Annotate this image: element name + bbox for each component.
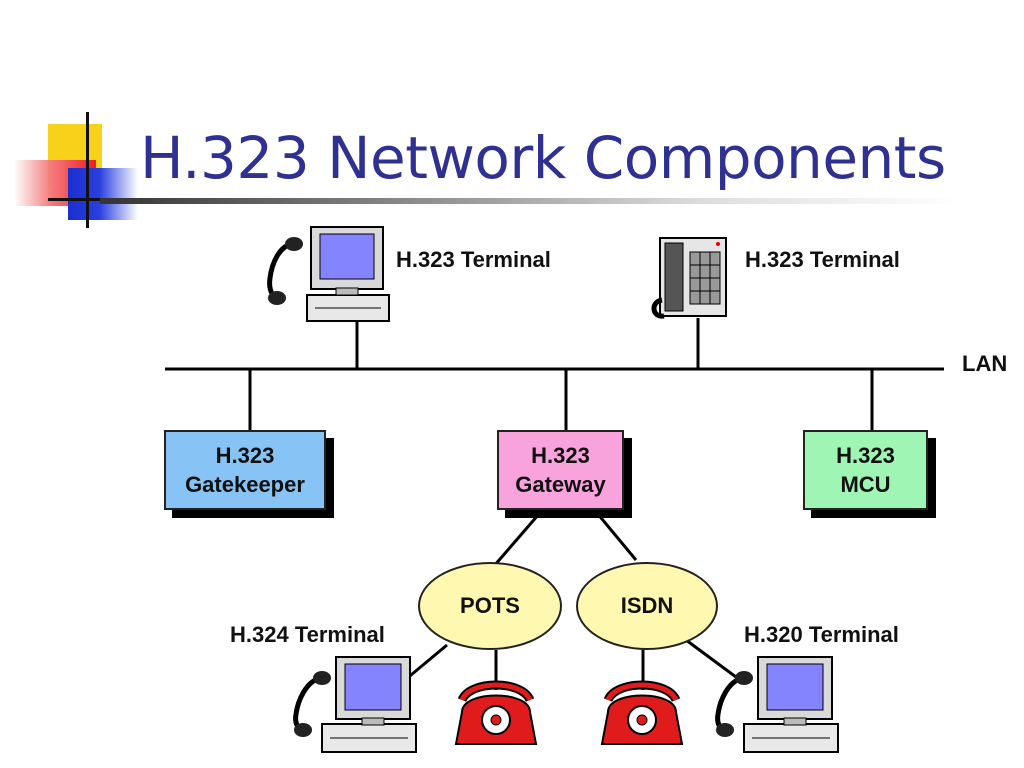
- terminal-label-top-right: H.323 Terminal: [745, 247, 900, 272]
- slide-title: H.323 Network Components: [140, 124, 946, 192]
- gateway-line2: Gateway: [515, 472, 606, 497]
- pots-network-oval: POTS: [418, 562, 562, 650]
- lan-label: LAN: [962, 351, 1008, 376]
- title-decoration-blue-square: [68, 168, 138, 220]
- mcu-line1: H.323: [836, 443, 895, 468]
- title-decoration-vertical-line: [86, 112, 89, 228]
- terminal-label-bottom-left: H.324 Terminal: [230, 622, 385, 647]
- gatekeeper-line2: Gatekeeper: [185, 472, 305, 497]
- link-gateway-pots: [492, 506, 547, 567]
- gateway-box: H.323 Gateway: [497, 430, 624, 510]
- gateway-line1: H.323: [531, 443, 590, 468]
- isdn-label: ISDN: [620, 593, 674, 618]
- mcu-line2: MCU: [840, 472, 891, 497]
- gatekeeper-line1: H.323: [215, 443, 275, 468]
- link-gateway-isdn: [590, 506, 638, 561]
- title-underline-rule: [100, 198, 960, 204]
- pots-label: POTS: [460, 593, 520, 618]
- isdn-network-oval: ISDN: [576, 562, 718, 650]
- link-pots-h324: [404, 643, 448, 682]
- title-decoration-horizontal-line: [48, 198, 140, 201]
- mcu-box: H.323 MCU: [803, 430, 928, 510]
- gatekeeper-box: H.323 Gatekeeper: [164, 430, 326, 510]
- link-isdn-h320: [685, 638, 741, 682]
- terminal-label-bottom-right: H.320 Terminal: [744, 622, 899, 647]
- terminal-label-top-left: H.323 Terminal: [396, 247, 551, 272]
